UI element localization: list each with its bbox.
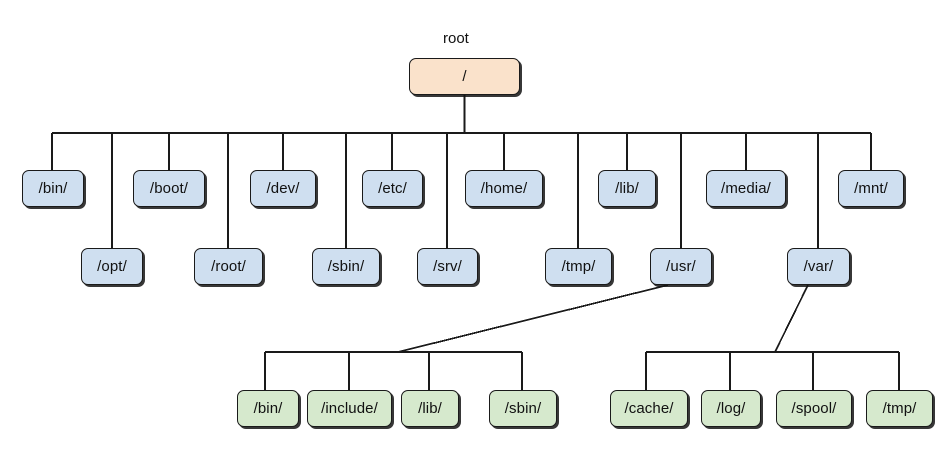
node-home[interactable]: /home/ (465, 170, 543, 207)
node-boot[interactable]: /boot/ (133, 170, 205, 207)
node-root-dir[interactable]: /root/ (194, 248, 263, 285)
node-usr-lib[interactable]: /lib/ (401, 390, 459, 427)
node-dev[interactable]: /dev/ (250, 170, 316, 207)
node-etc[interactable]: /etc/ (362, 170, 423, 207)
node-lib[interactable]: /lib/ (598, 170, 656, 207)
node-var-cache[interactable]: /cache/ (610, 390, 688, 427)
node-usr-sbin[interactable]: /sbin/ (489, 390, 557, 427)
node-srv[interactable]: /srv/ (417, 248, 478, 285)
edge-var-diagonal (774, 284, 809, 353)
node-tmp[interactable]: /tmp/ (545, 248, 612, 285)
node-var[interactable]: /var/ (787, 248, 850, 285)
node-var-log[interactable]: /log/ (701, 390, 761, 427)
edge-usr-diagonal (397, 284, 669, 353)
node-root[interactable]: / (409, 58, 520, 95)
node-usr-bin[interactable]: /bin/ (237, 390, 299, 427)
node-usr-include[interactable]: /include/ (307, 390, 392, 427)
node-sbin[interactable]: /sbin/ (312, 248, 380, 285)
node-usr[interactable]: /usr/ (650, 248, 712, 285)
node-opt[interactable]: /opt/ (81, 248, 143, 285)
node-var-spool[interactable]: /spool/ (776, 390, 852, 427)
node-media[interactable]: /media/ (706, 170, 786, 207)
node-var-tmp[interactable]: /tmp/ (866, 390, 933, 427)
root-caption: root (443, 30, 469, 47)
node-bin[interactable]: /bin/ (22, 170, 84, 207)
node-mnt[interactable]: /mnt/ (838, 170, 904, 207)
